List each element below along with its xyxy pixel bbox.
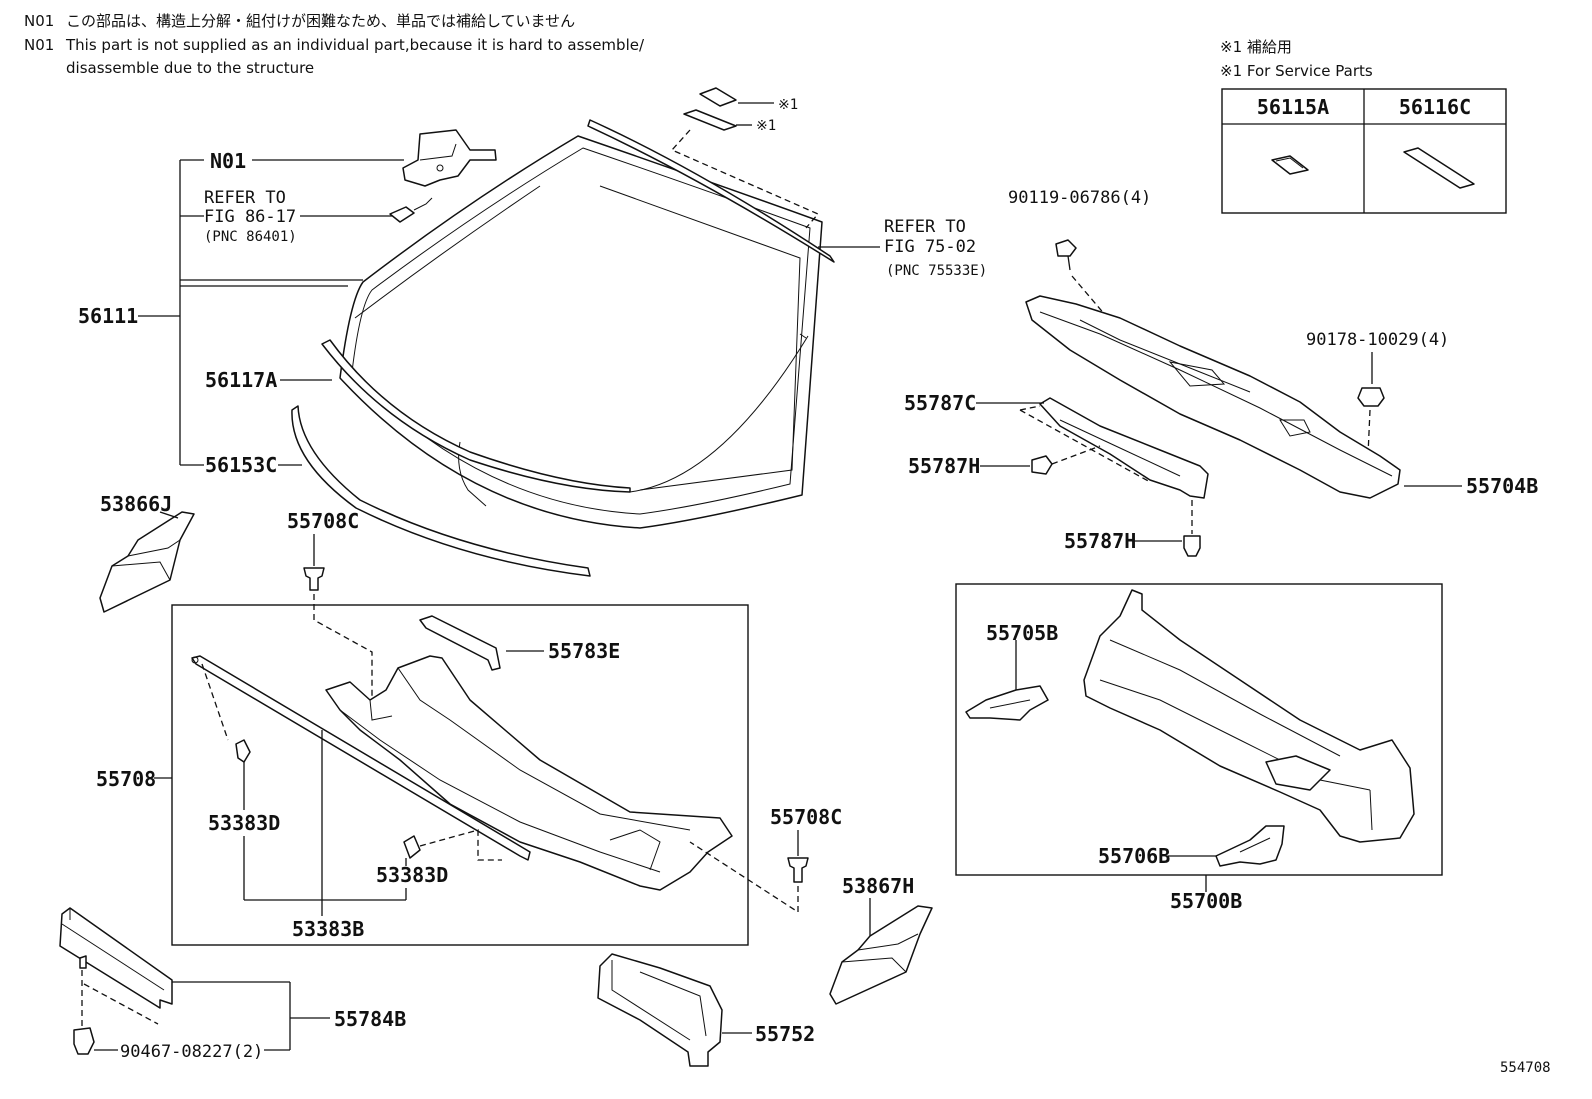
service-part-56115A: 56115A: [1257, 95, 1329, 119]
service-parts-table: 56115A 56116C: [1221, 88, 1507, 214]
clip-55787H-b: [1183, 500, 1201, 557]
service-part-56115A-on-diagram: [699, 87, 737, 107]
ref-left-line1: REFER TO: [204, 188, 286, 208]
label-53866J: 53866J: [100, 492, 172, 516]
cowl-panel-55700B: [1083, 589, 1415, 843]
leaders-cowl: [154, 730, 407, 916]
label-55700B: 55700B: [1170, 889, 1242, 913]
sensor-86401: [389, 197, 433, 223]
label-53383D-a: 53383D: [208, 811, 280, 835]
windshield-molding-56153C: [291, 405, 591, 577]
label-55704B: 55704B: [1466, 474, 1538, 498]
label-90119-06786: 90119-06786(4): [1008, 188, 1151, 208]
cowl-top-outer-55704B: [1025, 295, 1401, 499]
leaders-55784B: [94, 981, 330, 1051]
label-53383D-b: 53383D: [376, 863, 448, 887]
ref-left-line2: FIG 86-17: [204, 207, 296, 227]
bolt-90119: [1055, 239, 1107, 317]
label-56117A: 56117A: [205, 368, 277, 392]
ref-right-line2: FIG 75-02: [884, 237, 976, 257]
leaders-windshield: [138, 159, 880, 466]
mark-service-1a: ※1: [778, 97, 798, 113]
panel-55784B: [59, 907, 173, 1055]
label-55705B: 55705B: [986, 621, 1058, 645]
service-part-56115A-shape: [1271, 155, 1309, 175]
note-n01-en-line2: disassemble due to the structure: [66, 59, 314, 77]
upper-molding: [587, 119, 835, 263]
ref-right-line3: (PNC 75533E): [886, 263, 987, 279]
cowl-top-panel: [325, 655, 733, 891]
service-part-56116C: 56116C: [1399, 95, 1471, 119]
ref-left-line3: (PNC 86401): [204, 229, 297, 245]
ref-right-line1: REFER TO: [884, 217, 966, 237]
bracket-55783E: [419, 615, 501, 671]
label-55787C: 55787C: [904, 391, 976, 415]
bracket-55706B: [1215, 825, 1285, 867]
label-53867H: 53867H: [842, 874, 914, 898]
side-cover-53866J: [99, 511, 195, 613]
label-56153C: 56153C: [205, 453, 277, 477]
note-n01-jp-text: この部品は、構造上分解・組付けが困難なため、単品では補給していません: [66, 12, 575, 30]
clip-55708C-top: [303, 534, 373, 700]
label-55752: 55752: [755, 1022, 815, 1046]
side-cover-53867H: [829, 905, 933, 1005]
cowl-panel-box: [955, 583, 1443, 876]
windshield-dam-56117A: [321, 333, 809, 493]
label-55787H-b: 55787H: [1064, 529, 1136, 553]
label-53383B: 53383B: [292, 917, 364, 941]
service-parts-title-en: ※1 For Service Parts: [1220, 62, 1373, 80]
service-part-56116C-shape: [1403, 147, 1475, 189]
label-55708C-right: 55708C: [770, 805, 842, 829]
cover-55752: [597, 953, 723, 1067]
label-90178-10029: 90178-10029(4): [1306, 330, 1449, 350]
label-55708: 55708: [96, 767, 156, 791]
windshield-glass: [339, 135, 823, 529]
label-55784B: 55784B: [334, 1007, 406, 1031]
figure-id: 554708: [1500, 1060, 1551, 1076]
label-n01: N01: [210, 149, 246, 173]
note-n01-en-line1: This part is not supplied as an individu…: [65, 36, 645, 54]
label-55708C-top: 55708C: [287, 509, 359, 533]
label-55787H-a: 55787H: [908, 454, 980, 478]
seal-strip: [191, 655, 531, 861]
service-parts-title-jp: ※1 補給用: [1220, 38, 1292, 56]
note-n01-en-code: N01: [24, 36, 54, 54]
mark-service-1b: ※1: [756, 118, 776, 134]
clip-53383D-a: [201, 663, 251, 763]
bracket-n01: [402, 129, 497, 187]
label-55706B: 55706B: [1098, 844, 1170, 868]
label-55783E: 55783E: [548, 639, 620, 663]
clip-53383D-b: [403, 829, 502, 861]
bracket-55705B: [965, 685, 1049, 721]
label-90467-08227: 90467-08227(2): [120, 1042, 263, 1062]
service-part-56116C-on-diagram: [683, 109, 737, 131]
clip-55787H-a: [1031, 445, 1101, 475]
label-56111: 56111: [78, 304, 138, 328]
bracket-55787C: [1019, 397, 1209, 499]
cowl-assembly-box: [171, 604, 749, 946]
clip-55708C-right: [689, 830, 809, 914]
note-n01-jp-code: N01: [24, 12, 54, 30]
